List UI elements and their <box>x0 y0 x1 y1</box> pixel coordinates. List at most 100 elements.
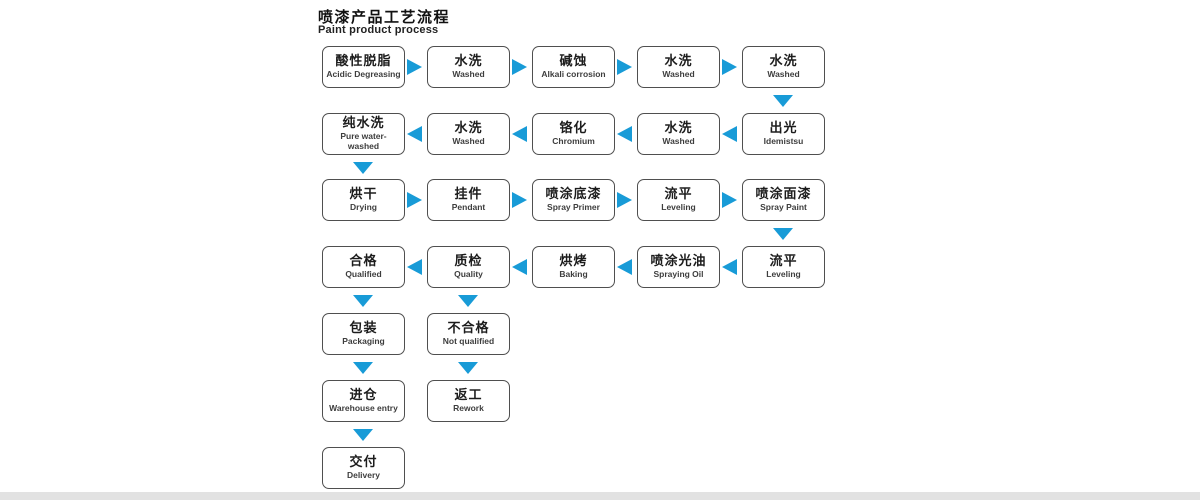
step-label-en: Washed <box>452 69 485 80</box>
step-label-en: Leveling <box>661 202 696 213</box>
arrow-right-icon <box>512 192 527 208</box>
step-label-zh: 水洗 <box>454 53 483 69</box>
page-title: 喷漆产品工艺流程 <box>318 9 451 26</box>
arrow-left-icon <box>512 259 527 275</box>
step-label-zh: 不合格 <box>447 320 490 336</box>
step-label-en: Washed <box>662 136 695 147</box>
flow-step-acidic-degreasing: 酸性脱脂 Acidic Degreasing <box>322 46 405 88</box>
flow-step-pendant: 挂件 Pendant <box>427 179 510 221</box>
step-label-en: Not qualified <box>442 336 495 347</box>
step-label-en: Spraying Oil <box>653 269 704 280</box>
flow-step-leveling-2: 流平 Leveling <box>742 246 825 288</box>
step-label-en: Pendant <box>451 202 486 213</box>
step-label-zh: 流平 <box>769 253 798 269</box>
step-label-en: Leveling <box>766 269 801 280</box>
flow-step-qualified: 合格 Qualified <box>322 246 405 288</box>
arrow-right-icon <box>512 59 527 75</box>
step-label-zh: 水洗 <box>664 53 693 69</box>
step-label-en: Packaging <box>342 336 385 347</box>
flow-step-spraying-oil: 喷涂光油 Spraying Oil <box>637 246 720 288</box>
step-label-en: Pure water- washed <box>340 131 387 151</box>
step-label-zh: 合格 <box>349 253 378 269</box>
flow-step-drying: 烘干 Drying <box>322 179 405 221</box>
arrow-left-icon <box>407 126 422 142</box>
page-subtitle: Paint product process <box>318 24 439 36</box>
flow-step-chromium: 铬化 Chromium <box>532 113 615 155</box>
arrow-down-icon <box>353 295 373 307</box>
step-label-en: Baking <box>559 269 588 280</box>
flow-step-washed-1: 水洗 Washed <box>427 46 510 88</box>
flow-step-delivery: 交付 Delivery <box>322 447 405 489</box>
arrow-left-icon <box>722 259 737 275</box>
flow-step-warehouse-entry: 进仓 Warehouse entry <box>322 380 405 422</box>
arrow-left-icon <box>722 126 737 142</box>
arrow-down-icon <box>458 295 478 307</box>
step-label-en: Drying <box>350 202 377 213</box>
step-label-zh: 喷涂光油 <box>650 253 707 269</box>
flow-step-washed-2: 水洗 Washed <box>637 46 720 88</box>
arrow-right-icon <box>722 192 737 208</box>
step-label-zh: 流平 <box>664 186 693 202</box>
step-label-en: Acidic Degreasing <box>326 69 401 80</box>
step-label-zh: 纯水洗 <box>342 115 385 131</box>
step-label-en: Delivery <box>346 470 381 481</box>
step-label-en: Washed <box>662 69 695 80</box>
arrow-left-icon <box>617 259 632 275</box>
flow-step-not-qualified: 不合格 Not qualified <box>427 313 510 355</box>
step-label-en: Alkali corrosion <box>541 69 606 80</box>
arrow-down-icon <box>458 362 478 374</box>
flow-step-alkali-corrosion: 碱蚀 Alkali corrosion <box>532 46 615 88</box>
flow-step-idemistsu: 出光 Idemistsu <box>742 113 825 155</box>
flow-step-washed-5: 水洗 Washed <box>637 113 720 155</box>
step-label-en: Spray Primer <box>547 202 600 213</box>
flow-step-leveling-1: 流平 Leveling <box>637 179 720 221</box>
step-label-en: Warehouse entry <box>329 403 398 414</box>
step-label-en: Rework <box>453 403 484 414</box>
arrow-right-icon <box>407 192 422 208</box>
arrow-right-icon <box>617 59 632 75</box>
step-label-zh: 碱蚀 <box>559 53 588 69</box>
step-label-en: Idemistsu <box>763 136 804 147</box>
step-label-zh: 喷涂底漆 <box>545 186 602 202</box>
arrow-right-icon <box>407 59 422 75</box>
arrow-down-icon <box>353 429 373 441</box>
step-label-zh: 水洗 <box>769 53 798 69</box>
step-label-en: Washed <box>452 136 485 147</box>
flow-step-spray-paint: 喷涂面漆 Spray Paint <box>742 179 825 221</box>
arrow-left-icon <box>512 126 527 142</box>
step-label-zh: 包装 <box>349 320 378 336</box>
flow-step-baking: 烘烤 Baking <box>532 246 615 288</box>
step-label-zh: 挂件 <box>454 186 483 202</box>
step-label-zh: 铬化 <box>559 120 588 136</box>
flow-step-quality: 质检 Quality <box>427 246 510 288</box>
step-label-zh: 烘干 <box>349 186 378 202</box>
arrow-right-icon <box>617 192 632 208</box>
step-label-en: Qualified <box>345 269 382 280</box>
flow-step-spray-primer: 喷涂底漆 Spray Primer <box>532 179 615 221</box>
flow-step-washed-4: 水洗 Washed <box>427 113 510 155</box>
step-label-zh: 水洗 <box>454 120 483 136</box>
step-label-zh: 烘烤 <box>559 253 588 269</box>
step-label-en: Washed <box>767 69 800 80</box>
arrow-left-icon <box>617 126 632 142</box>
step-label-en: Spray Paint <box>760 202 807 213</box>
step-label-zh: 出光 <box>769 120 798 136</box>
step-label-zh: 质检 <box>454 253 483 269</box>
flow-step-pure-water-washed: 纯水洗 Pure water- washed <box>322 113 405 155</box>
step-label-zh: 喷涂面漆 <box>755 186 812 202</box>
arrow-right-icon <box>722 59 737 75</box>
step-label-en: Chromium <box>552 136 595 147</box>
step-label-zh: 返工 <box>454 387 483 403</box>
step-label-zh: 酸性脱脂 <box>335 53 392 69</box>
arrow-down-icon <box>773 228 793 240</box>
step-label-zh: 交付 <box>349 454 378 470</box>
arrow-left-icon <box>407 259 422 275</box>
arrow-down-icon <box>353 362 373 374</box>
flow-step-packaging: 包装 Packaging <box>322 313 405 355</box>
flow-step-washed-3: 水洗 Washed <box>742 46 825 88</box>
flow-step-rework: 返工 Rework <box>427 380 510 422</box>
arrow-down-icon <box>773 95 793 107</box>
arrow-down-icon <box>353 162 373 174</box>
bottom-divider <box>0 492 1200 500</box>
